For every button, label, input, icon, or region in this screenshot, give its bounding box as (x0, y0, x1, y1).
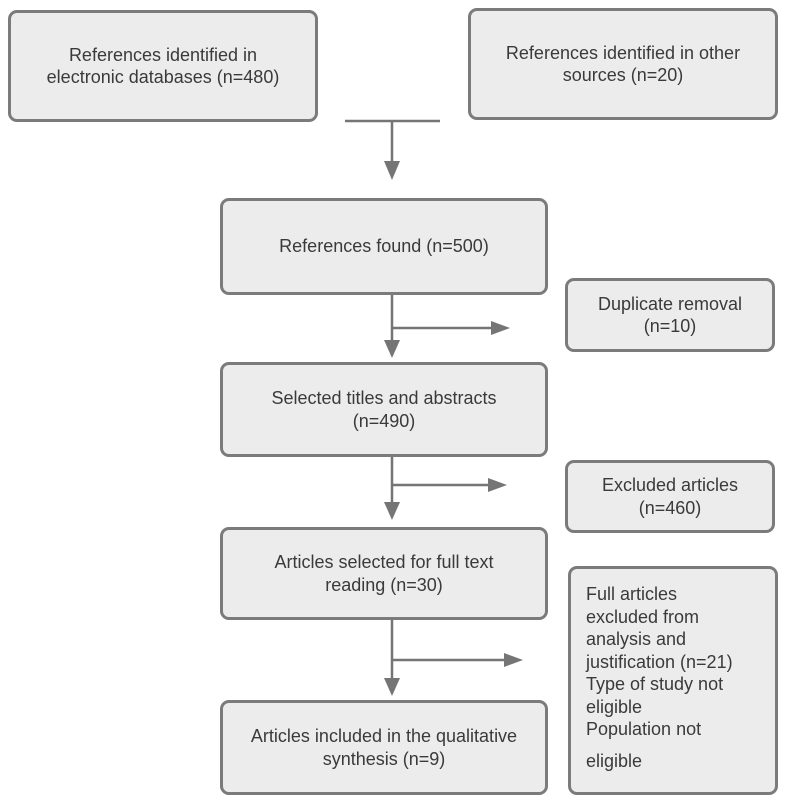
arrow-references-found-to-selected-titles (384, 295, 400, 358)
box-articles-full-text-reading-label: Articles selected for full text reading … (274, 552, 494, 595)
box-articles-included-qualitative-synthesis: Articles included in the qualitative syn… (220, 700, 548, 795)
box-references-identified-databases-label: References identified in electronic data… (46, 44, 280, 88)
box-references-identified-other-sources: References identified in other sources (… (468, 8, 778, 120)
arrow-branch-full-articles-excluded (392, 653, 523, 667)
box-full-articles-excluded-label-continued: eligible (586, 750, 643, 771)
arrow-branch-excluded-articles (392, 478, 507, 492)
box-full-articles-excluded: Full articles excluded from analysis and… (568, 566, 778, 795)
box-excluded-articles: Excluded articles (n=460) (565, 460, 775, 533)
arrow-branch-duplicate-removal (392, 321, 510, 335)
box-duplicate-removal-label: Duplicate removal (n=10) (597, 293, 743, 337)
box-selected-titles-abstracts: Selected titles and abstracts (n=490) (220, 362, 548, 457)
box-references-found-label: References found (n=500) (279, 236, 489, 257)
box-duplicate-removal: Duplicate removal (n=10) (565, 278, 775, 352)
arrow-full-text-to-qualitative (384, 620, 400, 696)
arrow-selected-titles-to-full-text (384, 457, 400, 520)
box-references-identified-databases: References identified in electronic data… (8, 10, 318, 122)
box-articles-included-qualitative-synthesis-label: Articles included in the qualitative syn… (250, 726, 518, 769)
box-full-articles-excluded-label: Full articles excluded from analysis and… (586, 584, 733, 739)
box-articles-full-text-reading: Articles selected for full text reading … (220, 527, 548, 620)
box-selected-titles-abstracts-label: Selected titles and abstracts (n=490) (271, 388, 497, 431)
box-references-identified-other-sources-label: References identified in other sources (… (505, 42, 741, 86)
box-excluded-articles-label: Excluded articles (n=460) (601, 475, 739, 518)
merge-connector-arrow (345, 119, 440, 180)
box-references-found: References found (n=500) (220, 198, 548, 295)
